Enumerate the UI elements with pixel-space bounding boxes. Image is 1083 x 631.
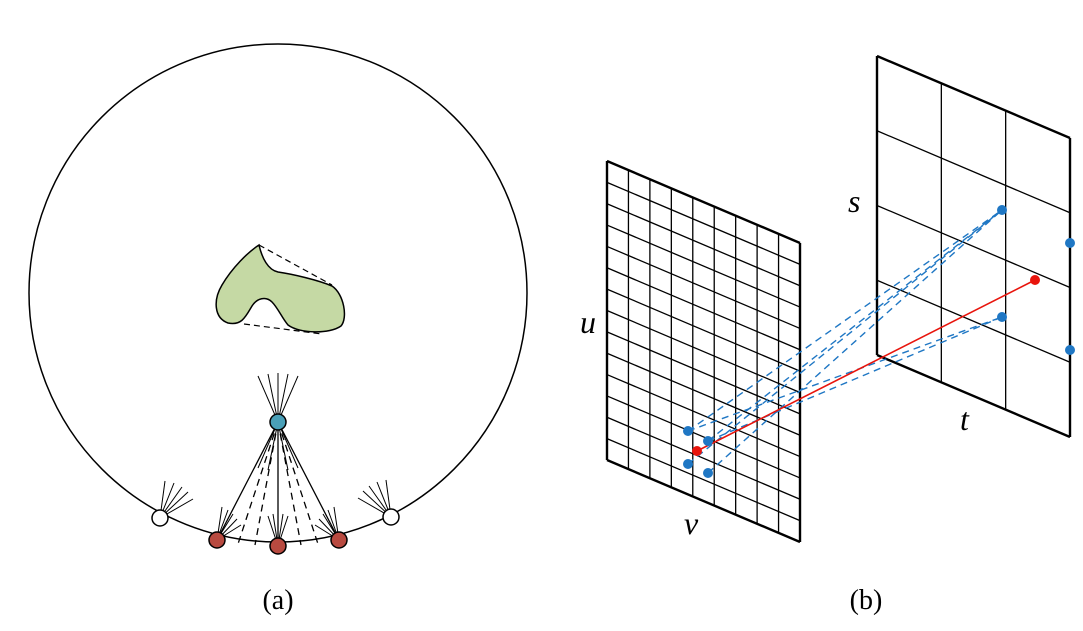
- camera-ray-fans: [159, 373, 392, 547]
- center-camera: [269, 413, 287, 431]
- uv-grid-line: [606, 159, 801, 245]
- dashed-ray: [687, 316, 1003, 432]
- st-grid-line: [876, 204, 1071, 289]
- query-point-uv: [692, 446, 702, 456]
- st-plane-grid: [875, 54, 1072, 439]
- uv-grid-line: [606, 373, 801, 458]
- st-grid-line: [876, 54, 1071, 140]
- sample-point: [683, 426, 693, 436]
- sample-point: [1065, 238, 1075, 248]
- dashed-ray: [687, 209, 1003, 432]
- uv-grid-line: [606, 458, 801, 544]
- uv-grid-line: [606, 352, 801, 436]
- uv-grid-line: [606, 288, 801, 372]
- object-silhouette-tangent-bottom: [243, 323, 323, 335]
- dashed-ray: [277, 421, 319, 545]
- st-grid-line: [876, 279, 1071, 363]
- dashed-ray: [707, 209, 1003, 442]
- dashed-ray: [237, 421, 279, 545]
- uv-plane-grid: [605, 159, 802, 544]
- panel-b: u v s t (b): [580, 54, 1075, 616]
- uv-grid-line: [606, 224, 801, 308]
- st-grid-line: [876, 130, 1071, 214]
- query-ray: [696, 279, 1036, 452]
- sample-camera-middle: [269, 537, 287, 555]
- label-u: u: [580, 304, 596, 340]
- uv-grid-line: [606, 267, 801, 351]
- uv-grid-line: [606, 245, 801, 330]
- uv-grid-line: [606, 203, 801, 287]
- solid-ray: [216, 421, 279, 541]
- sample-point: [1065, 345, 1075, 355]
- sample-camera-right: [330, 531, 348, 549]
- label-s: s: [848, 183, 860, 219]
- label-v: v: [684, 505, 699, 541]
- uv-grid-line: [606, 309, 801, 394]
- sample-point: [997, 312, 1007, 322]
- dashed-ray: [687, 209, 1003, 465]
- panel-b-caption: (b): [850, 585, 883, 616]
- uv-grid-line: [606, 395, 801, 479]
- sample-camera-left: [208, 531, 226, 549]
- sample-points: [683, 205, 1075, 478]
- panel-a: (a): [28, 43, 528, 616]
- sample-point: [683, 459, 693, 469]
- dashed-ray: [277, 421, 302, 546]
- scene-object: [215, 243, 346, 333]
- sample-point: [997, 205, 1007, 215]
- empty-camera-right: [382, 508, 400, 526]
- query-point-st: [1030, 275, 1040, 285]
- uv-grid-line: [606, 181, 801, 265]
- solid-ray: [277, 421, 340, 541]
- dashed-ray: [254, 421, 279, 546]
- uv-grid-line: [606, 416, 801, 500]
- empty-camera-left: [151, 509, 169, 527]
- uv-grid-line: [606, 438, 801, 522]
- label-t: t: [960, 401, 970, 437]
- sample-point: [703, 468, 713, 478]
- dashed-ray: [707, 209, 1003, 474]
- sample-point: [703, 436, 713, 446]
- st-grid-line: [876, 353, 1071, 439]
- panel-a-caption: (a): [262, 585, 293, 616]
- object-silhouette-tangent-top: [258, 244, 333, 286]
